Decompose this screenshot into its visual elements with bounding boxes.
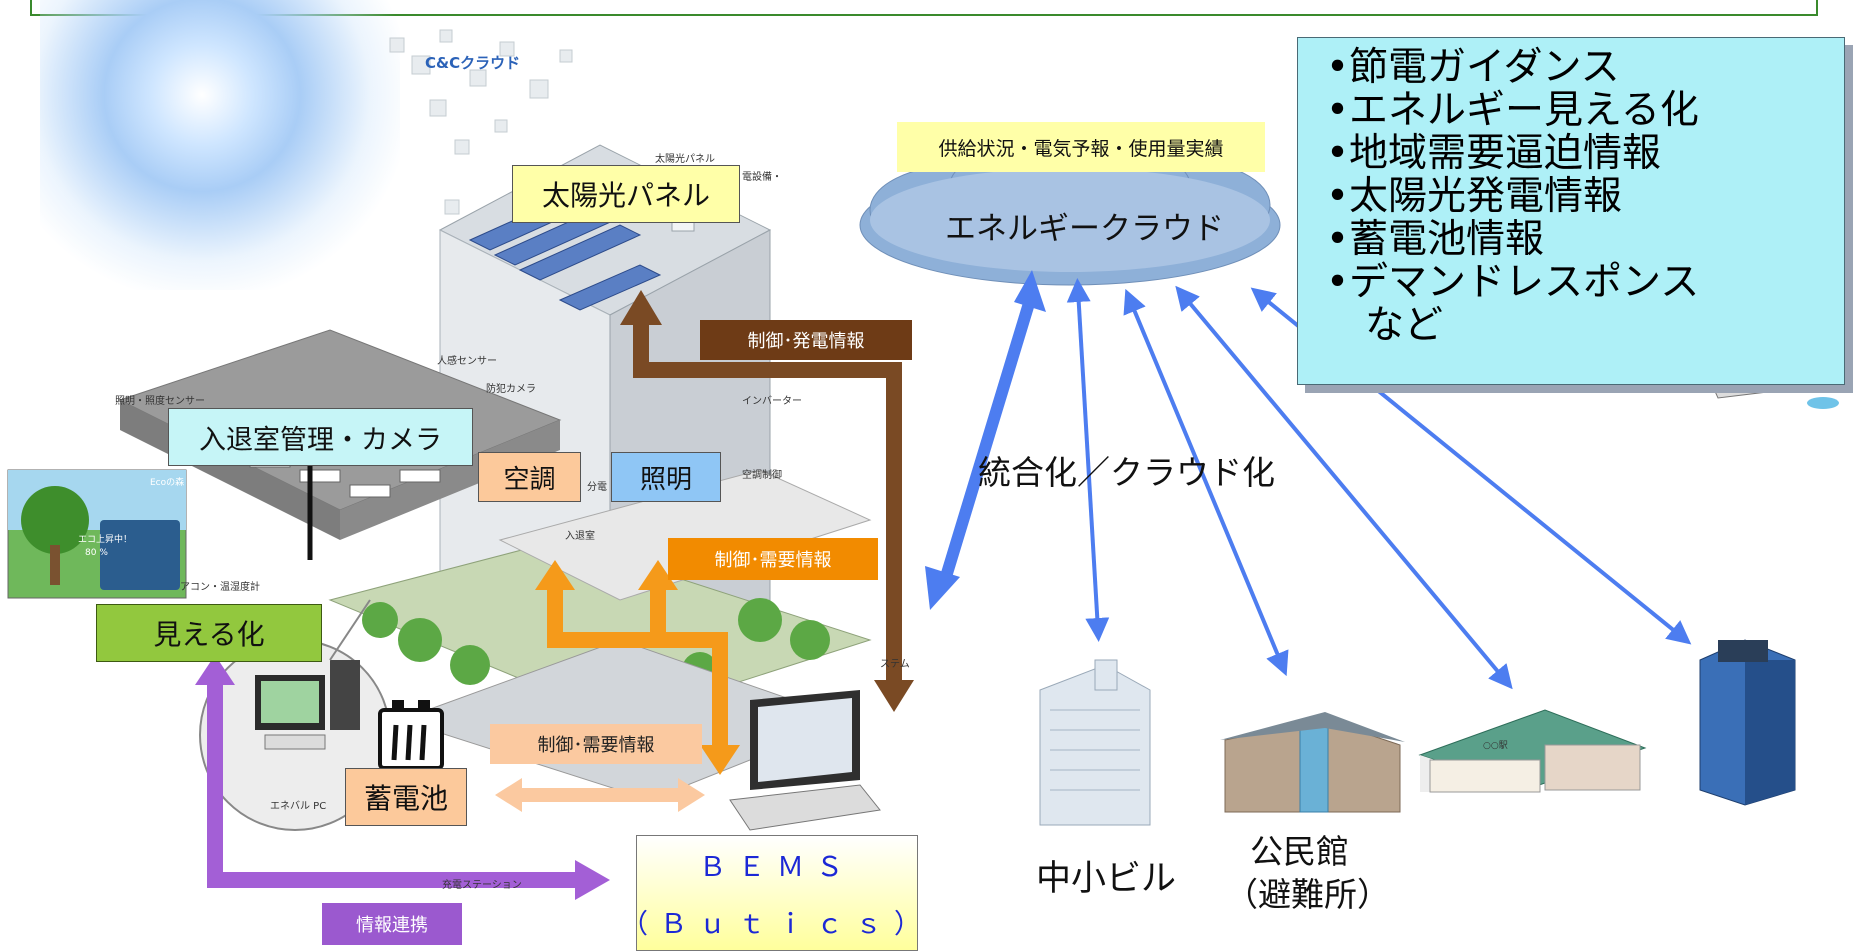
power-equipment-label: 電設備・: [742, 172, 782, 183]
aircon-control-label: 空調制御: [742, 470, 782, 481]
service-item: •エネルギー見える化: [1326, 88, 1699, 133]
control-demand-tag-orange: 制御･需要情報: [668, 538, 878, 580]
bems-name: ＢＥＭＳ: [699, 852, 855, 883]
service-item: など: [1326, 303, 1444, 348]
integration-label: 統合化／クラウド化: [978, 453, 1275, 492]
control-generation-tag: 制御･発電情報: [700, 320, 912, 360]
service-item: •節電ガイダンス: [1326, 45, 1620, 90]
entry-room-label: 入退室: [565, 531, 595, 542]
solar-panel-mini-label: 太陽光パネル: [655, 154, 715, 165]
service-item: •蓄電池情報: [1326, 217, 1545, 262]
energy-cloud-name: エネルギークラウド: [945, 211, 1224, 247]
aircon-label: 空調: [478, 452, 581, 502]
system-label: ステム: [880, 659, 910, 670]
enerbal-pc-label: エネバル PC: [270, 801, 327, 812]
community-hall-label: 公民館: [1250, 832, 1349, 871]
header-frame: [30, 0, 1818, 16]
info-link-tag: 情報連携: [322, 903, 462, 945]
brown-arrow: [633, 320, 902, 690]
lighting-sensor-label: 照明・照度センサー: [115, 396, 205, 407]
sun-glow: [40, 0, 400, 290]
supply-note: 供給状況・電気予報・使用量実績: [897, 122, 1265, 172]
services-box: •節電ガイダンス •エネルギー見える化 •地域需要逼迫情報 •太陽光発電情報 •…: [1297, 37, 1845, 385]
lighting-label: 照明: [611, 452, 721, 502]
ecoscreen-percent: 80 %: [85, 548, 108, 558]
small-building-label: 中小ビル: [1036, 859, 1177, 899]
aircon-meter-label: アコン・温湿度計: [180, 582, 260, 593]
ecoscreen-title: Ecoの森: [150, 478, 185, 488]
inverter-label: インバーター: [742, 396, 802, 407]
charging-station-label: 充電ステーション: [442, 880, 522, 891]
service-item: •地域需要逼迫情報: [1326, 131, 1662, 176]
battery-label: 蓄電池: [345, 768, 467, 826]
shelter-label: （避難所）: [1225, 875, 1390, 914]
bems-box: ＢＥＭＳ （Ｂｕｔｉｃｓ）: [621, 835, 921, 951]
ecoscreen-caption: エコ上昇中！: [78, 535, 133, 545]
control-demand-tag-peach: 制御･需要情報: [490, 724, 702, 764]
cloud-label: C&Cクラウド: [425, 54, 521, 72]
distribution-board-label: 分電: [587, 482, 607, 493]
visualization-label: 見える化: [96, 604, 322, 662]
entry-camera-label: 入退室管理・カメラ: [168, 408, 473, 466]
service-item: •デマンドレスポンス: [1326, 260, 1700, 305]
human-sensor-label: 人感センサー: [437, 356, 497, 367]
solar-panel-label: 太陽光パネル: [512, 165, 740, 223]
security-camera-label: 防犯カメラ: [486, 384, 536, 395]
service-item: •太陽光発電情報: [1326, 174, 1623, 219]
bems-product: （Ｂｕｔｉｃｓ）: [621, 909, 933, 940]
station-sign: ○○駅: [1483, 741, 1508, 751]
